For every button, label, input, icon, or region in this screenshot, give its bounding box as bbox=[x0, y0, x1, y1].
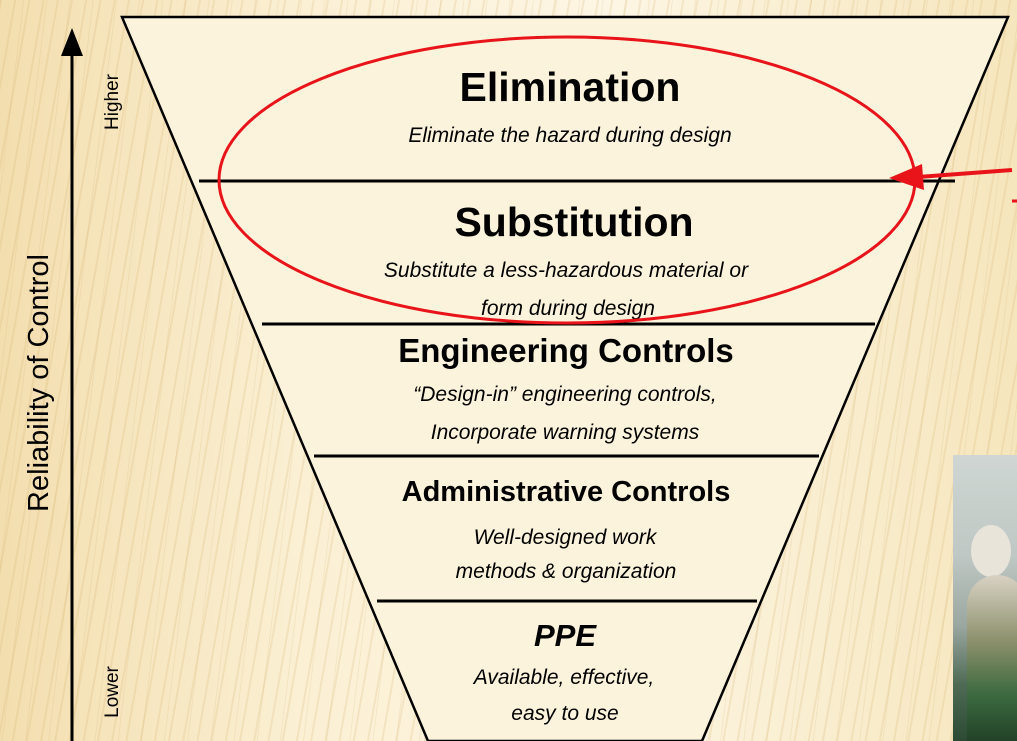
level-ppe-desc-line1: Available, effective, bbox=[472, 666, 655, 689]
axis-lower-label: Lower bbox=[102, 665, 123, 717]
level-substitution-desc-line2: form during design bbox=[481, 297, 655, 320]
level-engineering-desc-line2: Incorporate warning systems bbox=[431, 421, 700, 444]
photo-head bbox=[971, 525, 1011, 577]
axis-arrowhead-icon bbox=[61, 28, 83, 56]
level-elimination-desc: Eliminate the hazard during design bbox=[408, 124, 731, 147]
level-engineering-controls: Engineering Controls “Design-in” enginee… bbox=[398, 332, 734, 444]
level-administrative-desc-line1: Well-designed work bbox=[474, 526, 658, 549]
level-elimination: Elimination Eliminate the hazard during … bbox=[408, 64, 731, 147]
level-substitution-title: Substitution bbox=[454, 199, 693, 245]
photo-figure bbox=[967, 575, 1017, 741]
level-substitution-desc-line1: Substitute a less-hazardous material or bbox=[384, 259, 749, 282]
axis-higher-label: Higher bbox=[102, 73, 123, 130]
inverted-pyramid bbox=[120, 15, 1010, 741]
level-substitution: Substitution Substitute a less-hazardous… bbox=[384, 199, 749, 320]
level-engineering-desc-line1: “Design-in” engineering controls, bbox=[413, 383, 717, 406]
annotation-arrow bbox=[889, 164, 1017, 203]
level-ppe: PPE Available, effective, easy to use bbox=[472, 618, 655, 725]
level-elimination-title: Elimination bbox=[460, 64, 681, 110]
level-administrative-controls: Administrative Controls Well-designed wo… bbox=[402, 476, 731, 583]
level-ppe-desc-line2: easy to use bbox=[511, 702, 618, 725]
worker-photo bbox=[953, 455, 1017, 741]
level-administrative-desc-line2: methods & organization bbox=[456, 560, 677, 583]
level-engineering-title: Engineering Controls bbox=[398, 332, 734, 369]
level-administrative-title: Administrative Controls bbox=[402, 476, 731, 508]
axis-title: Reliability of Control bbox=[23, 254, 55, 512]
reliability-axis bbox=[61, 28, 83, 741]
level-ppe-title: PPE bbox=[534, 618, 597, 653]
